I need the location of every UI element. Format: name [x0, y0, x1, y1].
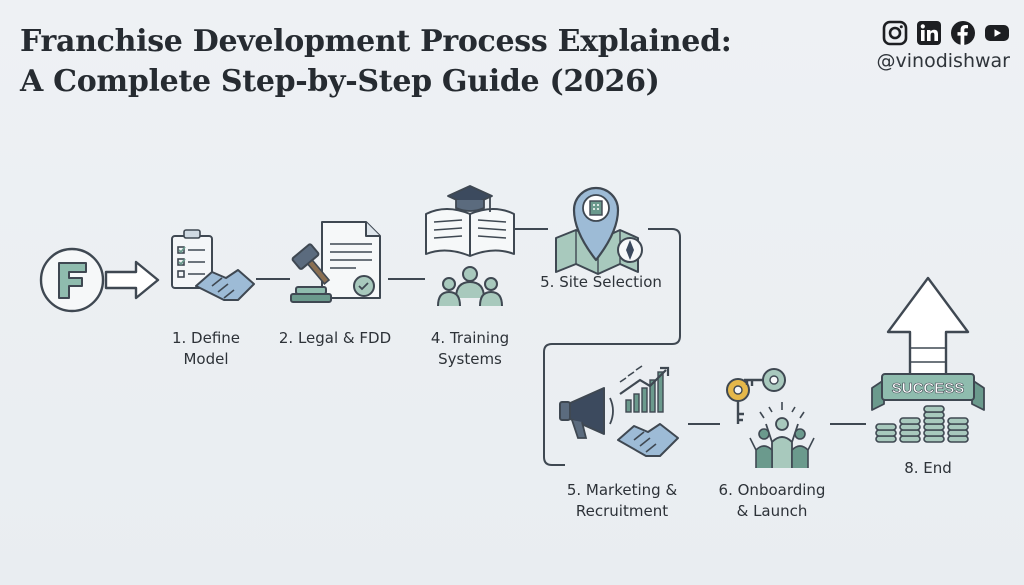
social-handle: @vinodishwar	[876, 50, 1010, 72]
title-line-2: A Complete Step-by-Step Guide (2026)	[20, 64, 660, 99]
growth-chart-icon	[619, 365, 670, 413]
step-label-onboarding-launch: 6. Onboarding & Launch	[718, 481, 826, 520]
social-block: @vinodishwar	[870, 20, 1010, 72]
key-icon	[726, 368, 786, 424]
youtube-icon[interactable]	[984, 20, 1010, 46]
gavel-icon	[290, 243, 332, 303]
graduation-cap-icon	[447, 185, 493, 212]
connector-5-5b	[543, 228, 681, 466]
step-label-define-model: 1. Define Model	[171, 329, 241, 368]
success-banner: SUCCESS	[871, 373, 985, 411]
instagram-icon[interactable]	[882, 20, 908, 46]
title-line-1: Franchise Development Process Explained:	[20, 24, 732, 59]
step-label-training-systems: 4. Training Systems	[430, 329, 510, 368]
linkedin-icon[interactable]	[916, 20, 942, 46]
facebook-icon[interactable]	[950, 20, 976, 46]
book-icon	[425, 208, 515, 257]
page-title: Franchise Development Process Explained:…	[20, 22, 732, 102]
celebrating-people-icon	[749, 402, 815, 468]
map-pin-icon	[572, 186, 620, 262]
handshake-icon	[195, 269, 255, 301]
step-label-marketing-recruitment: 5. Marketing & Recruitment	[566, 481, 678, 520]
success-banner-text: SUCCESS	[892, 380, 965, 397]
step-label-site-selection: 5. Site Selection	[540, 273, 662, 291]
start-arrow-icon	[104, 260, 160, 300]
checklist-icon	[171, 229, 213, 289]
start-logo: F	[39, 247, 105, 313]
up-arrow-icon	[886, 276, 970, 380]
legal-document-icon	[321, 221, 381, 299]
step-label-end: 8. End	[904, 459, 952, 477]
social-icons	[870, 20, 1010, 46]
connectors	[256, 228, 866, 466]
compass-icon	[617, 237, 643, 263]
coin-stacks-icon	[875, 405, 969, 443]
step-label-legal-fdd: 2. Legal & FDD	[278, 329, 392, 347]
megaphone-icon	[559, 387, 614, 439]
handshake-icon-2	[617, 423, 679, 457]
trainees-icon	[437, 266, 503, 307]
